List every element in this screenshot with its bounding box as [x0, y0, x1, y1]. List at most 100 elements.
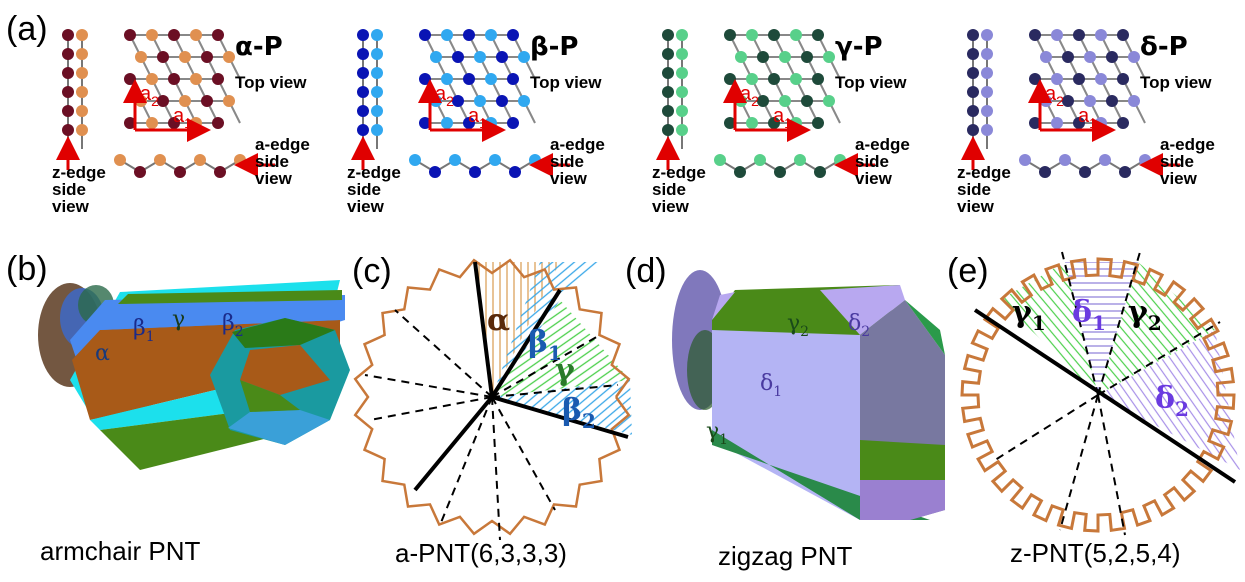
atom	[790, 29, 802, 41]
atom	[1029, 29, 1041, 41]
atom	[76, 86, 88, 98]
armchair-cross-section: α β1 γ β2	[353, 258, 632, 541]
atom	[212, 117, 224, 129]
atom	[1039, 166, 1051, 178]
atom	[357, 29, 369, 41]
atom	[662, 48, 674, 60]
atom	[474, 51, 486, 63]
section-gamma-label: γ	[555, 353, 575, 388]
atom	[452, 51, 464, 63]
atom	[812, 29, 824, 41]
atom	[485, 73, 497, 85]
atom	[757, 95, 769, 107]
section-alpha-label: α	[487, 303, 510, 338]
dashed-dividers	[364, 309, 619, 541]
svg-text:β2: β2	[562, 393, 596, 433]
atom	[734, 166, 746, 178]
solid-dividers	[413, 261, 629, 492]
atom	[814, 166, 826, 178]
atom	[212, 29, 224, 41]
atom	[194, 154, 206, 166]
atom	[981, 124, 993, 136]
z-edge-label: side	[957, 180, 991, 199]
atom	[509, 166, 521, 178]
atom	[168, 117, 180, 129]
svg-text:δ1: δ1	[1072, 295, 1106, 335]
phase-title: α-P	[235, 32, 283, 62]
tube-gamma2-label: γ	[787, 311, 800, 336]
a1-sub: 1	[184, 115, 192, 131]
atom	[507, 29, 519, 41]
atom	[1106, 51, 1118, 63]
atom	[1029, 117, 1041, 129]
section-delta1-label: δ	[1072, 295, 1092, 330]
atom	[179, 51, 191, 63]
atom	[463, 29, 475, 41]
tube-beta2-label: β	[222, 311, 235, 336]
section-beta1-sub: 1	[548, 341, 562, 365]
a-edge-label: side	[1160, 152, 1194, 171]
zigzag-tube: γ2 δ2 δ1 γ1	[672, 270, 945, 520]
a-edge-label: view	[855, 169, 893, 188]
atom	[357, 105, 369, 117]
atom	[662, 124, 674, 136]
atom	[768, 29, 780, 41]
tube-delta2-sub: 2	[861, 324, 870, 340]
atom	[823, 95, 835, 107]
delta2-sector	[1098, 330, 1240, 470]
atom	[452, 95, 464, 107]
atom	[967, 29, 979, 41]
dashed-dividers	[991, 251, 1221, 536]
atom	[76, 105, 88, 117]
svg-text:β2: β2	[222, 311, 244, 340]
atom	[662, 29, 674, 41]
atom	[62, 124, 74, 136]
atom	[676, 105, 688, 117]
section-delta1-sub: 1	[1092, 311, 1106, 335]
tube-delta2-label: δ	[848, 311, 861, 336]
tube-delta1-label: δ	[760, 371, 773, 396]
atom	[168, 29, 180, 41]
atom	[1073, 29, 1085, 41]
atom	[981, 67, 993, 79]
atom	[214, 166, 226, 178]
a-edge-label: a-edge	[255, 135, 310, 154]
gamma2-sector	[1098, 262, 1215, 395]
atom	[746, 73, 758, 85]
section-gamma2-label: γ	[1128, 295, 1148, 330]
armchair-ring	[353, 258, 631, 536]
tube-gamma1-sub: 1	[719, 432, 728, 448]
atom	[201, 51, 213, 63]
atom	[1051, 117, 1063, 129]
atom	[724, 117, 736, 129]
atom	[1117, 73, 1129, 85]
armchair-tube: α β1 γ β2	[38, 280, 350, 470]
z-edge-label: view	[957, 197, 995, 216]
atom	[1073, 73, 1085, 85]
atom	[676, 48, 688, 60]
gamma1-sector	[1000, 262, 1098, 395]
a2-sub: 2	[751, 93, 759, 109]
svg-text:δ2: δ2	[848, 311, 870, 340]
a-edge-label: a-edge	[1160, 135, 1215, 154]
atom	[157, 95, 169, 107]
atom	[146, 73, 158, 85]
atom	[1117, 117, 1129, 129]
atom	[1128, 95, 1140, 107]
atom	[967, 86, 979, 98]
z-edge-label: side	[652, 180, 686, 199]
a-edge-label: view	[1160, 169, 1198, 188]
atom	[62, 48, 74, 60]
atom	[981, 105, 993, 117]
section-gamma2-sub: 2	[1148, 311, 1162, 335]
atom	[1073, 117, 1085, 129]
a-edge-label: side	[255, 152, 289, 171]
atom	[1062, 51, 1074, 63]
caption-zigzag: zigzag PNT	[718, 541, 852, 571]
top-view-label: Top view	[235, 73, 307, 92]
atom	[754, 154, 766, 166]
atom	[168, 73, 180, 85]
a-edge-label: side	[855, 152, 889, 171]
svg-text:β1: β1	[133, 316, 155, 345]
atom	[779, 51, 791, 63]
